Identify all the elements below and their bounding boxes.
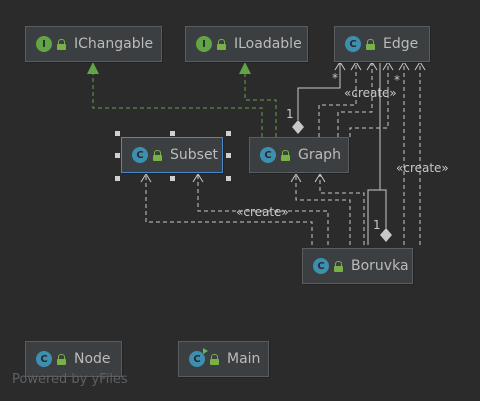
boruvka-aggregates-edge <box>367 189 387 245</box>
boruvka-uses-graph-2 <box>319 174 365 245</box>
node-label: Graph <box>298 147 341 163</box>
interface-icon: I <box>36 36 52 52</box>
graph-arrowhead-1 <box>290 173 302 183</box>
edge-arrowhead-2 <box>350 61 362 71</box>
boruvka-create-subset <box>145 174 313 245</box>
node-graph[interactable]: C Graph <box>249 137 349 173</box>
lock-icon <box>365 38 376 50</box>
class-icon: C <box>36 351 52 367</box>
node-boruvka[interactable]: C Boruvka <box>302 248 413 284</box>
lock-icon <box>56 353 67 365</box>
node-edge[interactable]: C Edge <box>334 26 430 62</box>
node-main[interactable]: C Main <box>178 341 269 377</box>
node-label: IChangable <box>74 36 154 52</box>
yfiles-watermark: Powered by yFiles <box>12 372 128 387</box>
node-iloadable[interactable]: I ILoadable <box>185 26 308 62</box>
selection-handle[interactable] <box>170 176 175 181</box>
node-label: Main <box>227 351 261 367</box>
graph-create-edge-line <box>318 62 357 137</box>
graph-implements-iloadable <box>244 68 277 137</box>
graph-arrowhead-2 <box>314 173 326 183</box>
lock-icon <box>216 38 227 50</box>
selection-handle[interactable] <box>226 131 231 136</box>
node-label: Boruvka <box>351 258 409 274</box>
lock-icon <box>280 149 291 161</box>
runnable-class-icon: C <box>189 348 208 367</box>
class-icon: C <box>313 258 329 274</box>
node-label: Subset <box>170 147 219 163</box>
boruvka-aggregation-diamond <box>380 228 392 242</box>
subset-arrowhead-2 <box>192 173 204 183</box>
create-label-boruvka-subset: «create» <box>236 205 289 219</box>
lock-icon <box>209 353 220 365</box>
edge-arrowhead-5 <box>398 61 410 71</box>
boruvka-uses-graph <box>295 174 351 245</box>
node-node[interactable]: C Node <box>25 341 122 377</box>
edge-arrowhead-3 <box>366 61 378 71</box>
graph-aggregation-diamond <box>292 120 304 134</box>
multiplicity-one-1: 1 <box>286 107 294 121</box>
class-icon: C <box>132 147 148 163</box>
boruvka-uses-subset <box>197 174 329 245</box>
node-label: ILoadable <box>234 36 302 52</box>
node-label: Node <box>74 351 111 367</box>
class-icon: C <box>260 147 276 163</box>
selection-handle[interactable] <box>115 131 120 136</box>
node-label: Edge <box>383 36 419 52</box>
selection-handle[interactable] <box>115 153 120 158</box>
node-subset[interactable]: C Subset <box>121 137 223 173</box>
multiplicity-one-2: 1 <box>373 218 381 232</box>
selection-handle[interactable] <box>226 176 231 181</box>
edge-arrowhead-4 <box>382 61 394 71</box>
edge-arrowhead-6 <box>414 61 426 71</box>
class-icon: C <box>345 36 361 52</box>
multiplicity-star-1: * <box>332 71 338 85</box>
selection-handle[interactable] <box>226 153 231 158</box>
boruvka-create-edge-line-a <box>337 62 373 137</box>
interface-icon: I <box>196 36 212 52</box>
graph-aggregates-edge <box>297 62 341 120</box>
create-label-boruvka-edge: «create» <box>396 161 449 175</box>
create-label-graph-edge: «create» <box>344 86 397 100</box>
graph-implements-ichangable <box>92 68 263 137</box>
class-kind-letter: C <box>193 353 201 365</box>
lock-icon <box>333 260 344 272</box>
boruvka-create-edge-line-b <box>349 62 389 137</box>
ichangable-realization-arrowhead <box>87 62 99 74</box>
node-ichangable[interactable]: I IChangable <box>25 26 162 62</box>
iloadable-realization-arrowhead <box>239 62 251 74</box>
multiplicity-star-2: * <box>394 73 400 87</box>
lock-icon <box>152 149 163 161</box>
lock-icon <box>56 38 67 50</box>
edge-arrowhead-1 <box>334 61 346 71</box>
run-arrow-icon <box>203 348 208 354</box>
selection-handle[interactable] <box>170 131 175 136</box>
subset-arrowhead-1 <box>140 173 152 183</box>
selection-handle[interactable] <box>115 176 120 181</box>
